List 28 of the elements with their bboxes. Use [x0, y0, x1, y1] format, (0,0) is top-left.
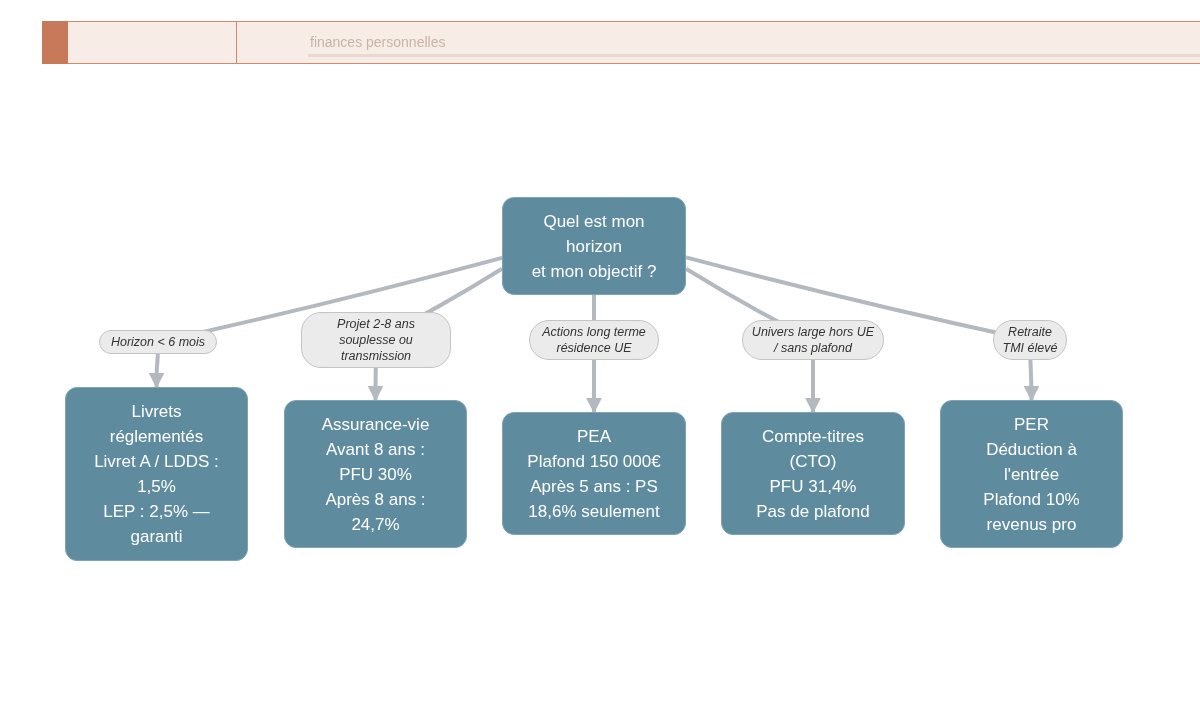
- edge-label: Retraite TMI élevé: [993, 320, 1067, 360]
- edge-label: Projet 2-8 ans souplesse ou transmission: [301, 312, 451, 368]
- node-text: Avant 8 ans : PFU 30%: [325, 438, 426, 486]
- edge-label: Actions long terme résidence UE: [529, 320, 659, 360]
- node-text: Après 5 ans : PS 18,6% seulement: [527, 475, 661, 523]
- node-text: Déduction à l'entrée: [985, 438, 1078, 486]
- node-text: Plafond 150 000€: [527, 450, 661, 473]
- node-text: Plafond 10% revenus pro: [982, 488, 1081, 536]
- node-title: Livrets réglementés: [108, 401, 205, 448]
- account-box: [721, 412, 905, 535]
- account-box: [940, 400, 1123, 548]
- node-text: LEP : 2,5% — garanti: [102, 501, 211, 548]
- account-box: [284, 400, 467, 548]
- edge-label: Univers large hors UE / sans plafond: [742, 320, 884, 360]
- node-title: Compte-titres (CTO): [761, 425, 865, 473]
- account-box: [502, 412, 686, 535]
- node-text: PFU 31,4%: [769, 475, 857, 498]
- question-box: [502, 197, 686, 295]
- node-text: Livret A / LDDS : 1,5%: [93, 451, 220, 498]
- node-title: PER: [1014, 413, 1049, 436]
- node-text: Après 8 ans : 24,7%: [324, 488, 427, 536]
- account-box: [65, 387, 248, 561]
- node-title: PEA: [577, 425, 611, 448]
- node-title: Assurance-vie: [321, 413, 430, 436]
- tagline: finances personnelles: [310, 34, 446, 50]
- edge-label: Horizon < 6 mois: [99, 330, 217, 354]
- node-text: et mon objectif ?: [531, 260, 657, 283]
- node-text: Pas de plafond: [756, 500, 870, 523]
